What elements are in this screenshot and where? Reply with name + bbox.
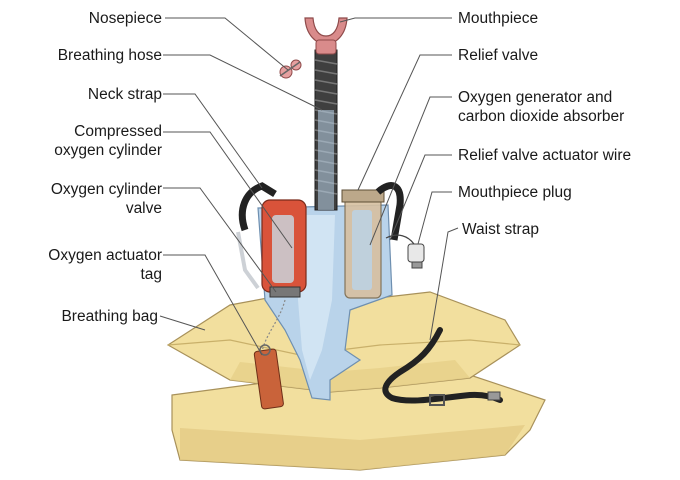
label-generator-line-1: Oxygen generator and — [458, 88, 624, 107]
leader-nosepiece — [165, 18, 288, 70]
leader-cylinder-valve — [163, 188, 276, 292]
leader-relief-valve — [358, 55, 452, 190]
generator-cap — [342, 190, 384, 202]
label-mouthpiece-plug: Mouthpiece plug — [458, 183, 572, 202]
label-mouthpiece: Mouthpiece — [458, 9, 538, 28]
oxygen-cylinder-cap — [270, 287, 300, 297]
label-cylinder-valve-line-1: Oxygen cylinder — [51, 180, 162, 199]
label-waist-strap: Waist strap — [462, 220, 539, 239]
label-compressed-line-2: oxygen cylinder — [54, 141, 162, 160]
label-actuator-tag-line-1: Oxygen actuator — [48, 246, 162, 265]
label-cylinder-valve-line-2: valve — [51, 199, 162, 218]
leader-neck-strap — [163, 94, 262, 188]
label-oxygen-cylinder-valve: Oxygen cylinder valve — [51, 180, 162, 218]
generator-window — [352, 210, 372, 290]
label-compressed-oxygen-cylinder: Compressed oxygen cylinder — [54, 122, 162, 160]
strap-left-inner — [238, 232, 258, 288]
mouthpiece-base — [316, 40, 336, 54]
label-neck-strap: Neck strap — [88, 85, 162, 104]
mouthpiece-plug-icon — [408, 244, 424, 268]
label-actuator-tag-line-2: tag — [48, 265, 162, 284]
label-oxygen-actuator-tag: Oxygen actuator tag — [48, 246, 162, 284]
label-generator-line-2: carbon dioxide absorber — [458, 107, 624, 126]
label-relief-valve: Relief valve — [458, 46, 538, 65]
label-nosepiece: Nosepiece — [89, 9, 162, 28]
label-oxygen-generator: Oxygen generator and carbon dioxide abso… — [458, 88, 624, 126]
label-relief-valve-actuator-wire: Relief valve actuator wire — [458, 146, 631, 165]
leader-breathing-bag — [160, 316, 205, 330]
nosepiece-icon — [280, 60, 301, 78]
label-breathing-hose: Breathing hose — [58, 46, 162, 65]
waist-strap-clip — [488, 392, 500, 400]
label-compressed-line-1: Compressed — [54, 122, 162, 141]
breathing-hose-overlay — [318, 110, 334, 210]
label-breathing-bag: Breathing bag — [61, 307, 158, 326]
leader-mouthpiece — [340, 18, 452, 22]
